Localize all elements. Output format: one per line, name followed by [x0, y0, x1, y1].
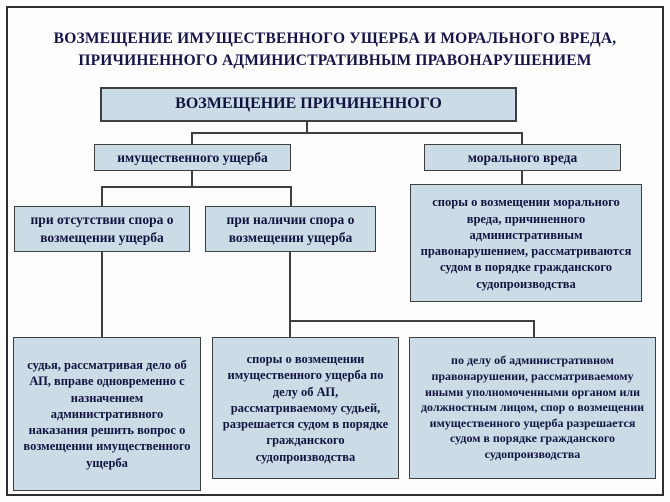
connector-root-split	[191, 132, 523, 134]
diagram-title: ВОЗМЕЩЕНИЕ ИМУЩЕСТВЕННОГО УЩЕРБА И МОРАЛ…	[22, 28, 648, 73]
connector-property-stem	[191, 171, 193, 187]
node-branch-moral-harm: морального вреда	[424, 144, 621, 171]
connector-to-with-dispute	[290, 186, 292, 206]
node-branch-property-damage: имущественного ущерба	[94, 144, 291, 171]
title-line-1: ВОЗМЕЩЕНИЕ ИМУЩЕСТВЕННОГО УЩЕРБА И МОРАЛ…	[53, 30, 617, 47]
connector-to-dispute-court	[289, 320, 291, 337]
title-line-2: ПРИЧИНЕННОГО АДМИНИСТРАТИВНЫМ ПРАВОНАРУШ…	[78, 52, 592, 70]
connector-to-other-authority	[533, 320, 535, 337]
connector-no-dispute-to-judge	[101, 252, 103, 337]
node-dispute-court: споры о возмещении имущественного ущерба…	[212, 337, 399, 479]
node-moral-disputes: споры о возмещении морального вреда, при…	[410, 184, 642, 302]
connector-with-dispute-stem	[289, 252, 291, 322]
node-with-dispute: при наличии спора о возмещении ущерба	[205, 206, 376, 252]
connector-moral-to-disputes	[521, 171, 523, 184]
connector-to-moral	[521, 132, 523, 144]
connector-root-stem	[306, 122, 308, 133]
connector-to-property	[191, 132, 193, 144]
node-root: ВОЗМЕЩЕНИЕ ПРИЧИНЕННОГО	[100, 87, 517, 122]
connector-to-no-dispute	[101, 186, 103, 206]
connector-with-dispute-split	[289, 320, 535, 322]
node-other-authority: по делу об административном правонарушен…	[409, 337, 656, 479]
node-no-dispute: при отсутствии спора о возмещении ущерба	[14, 206, 190, 252]
connector-property-split	[101, 186, 292, 188]
node-judge-resolves: судья, рассматривая дело об АП, вправе о…	[13, 337, 201, 491]
